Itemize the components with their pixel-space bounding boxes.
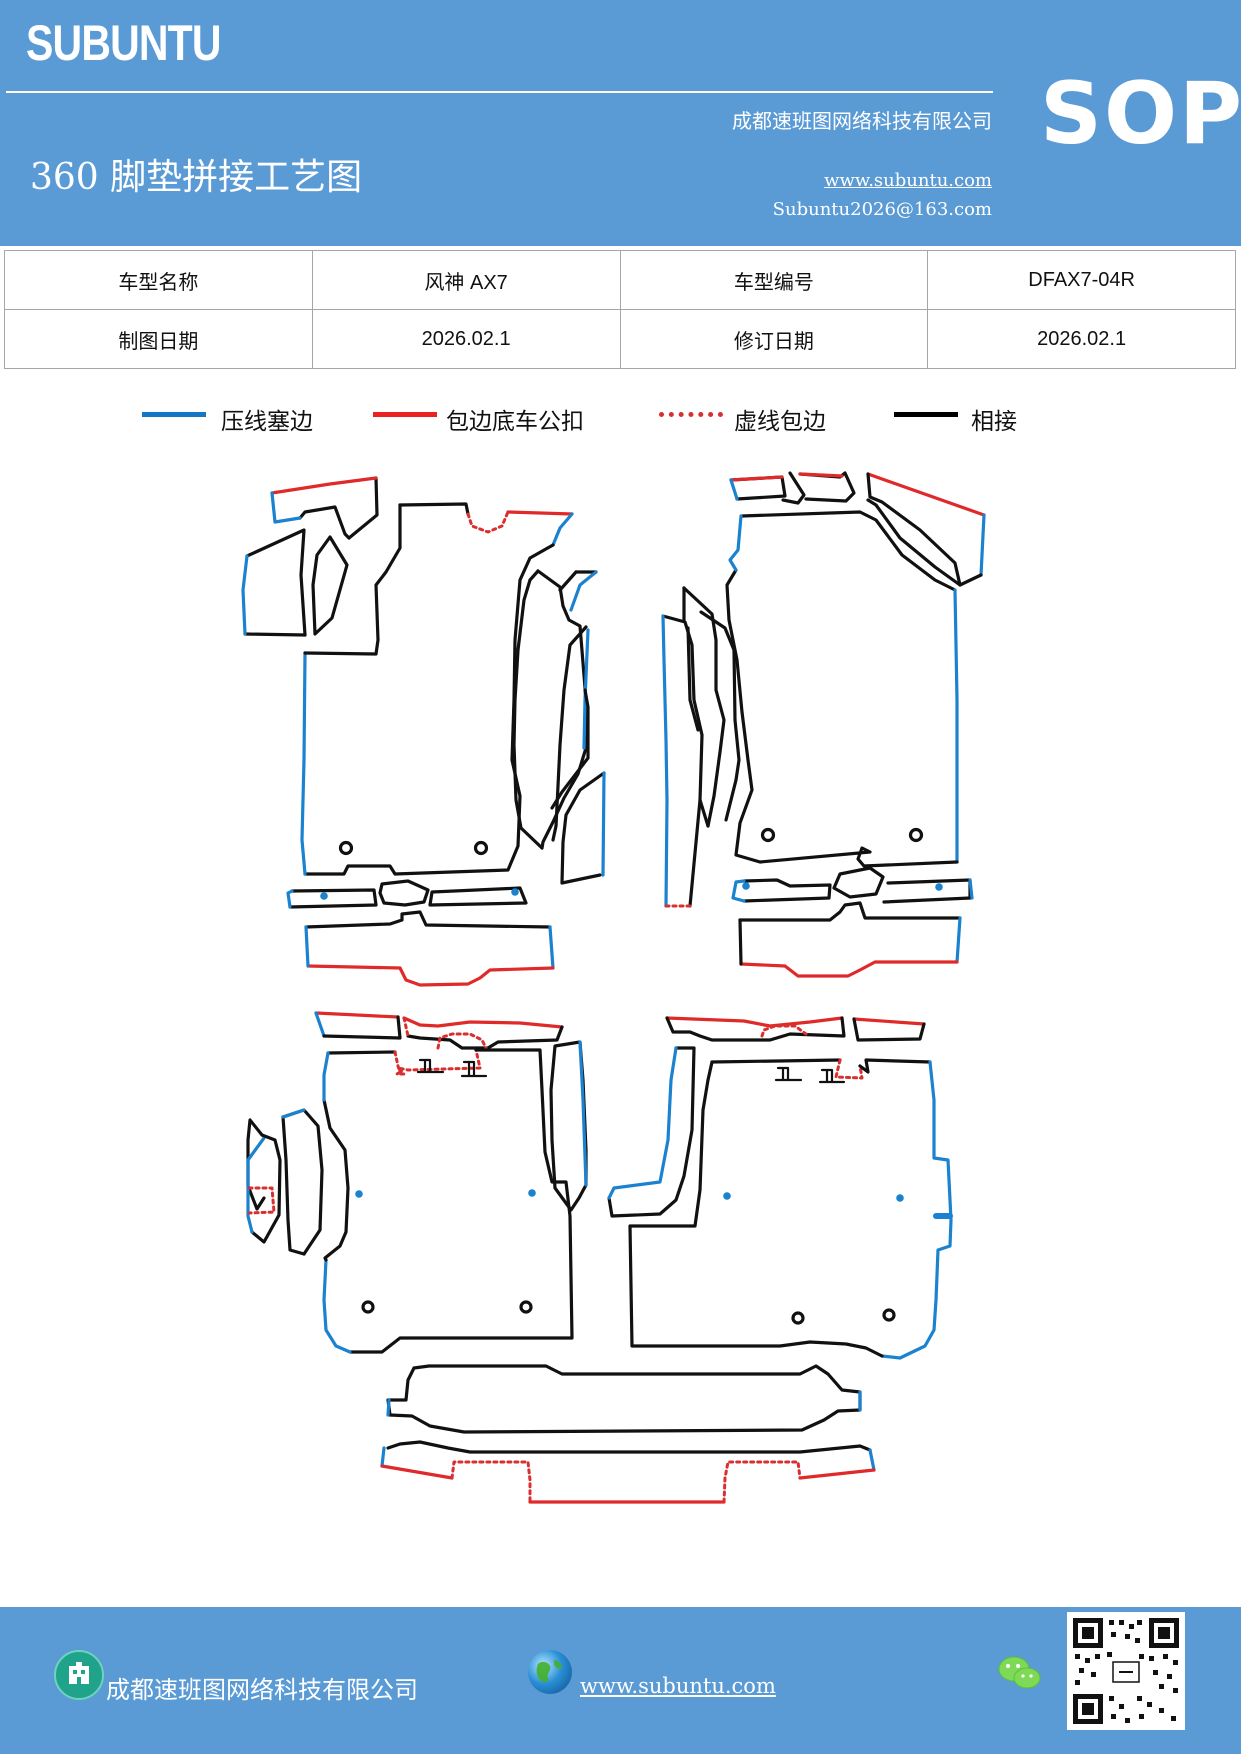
draw-date-label: 制图日期 [4, 309, 313, 369]
legend-label: 虚线包边 [734, 409, 826, 435]
model-name-value: 风神 AX7 [311, 250, 621, 310]
legend-swatch-red-dotted [659, 412, 723, 417]
rear-left-mat-group [246, 1011, 588, 1354]
table-row: 制图日期 2026.02.1 修订日期 2026.02.1 [4, 309, 1236, 369]
footer-company: 成都速班图网络科技有限公司 [106, 1676, 418, 1704]
sop-label: SOP [1040, 64, 1241, 164]
header-company: 成都速班图网络科技有限公司 [732, 109, 992, 133]
draw-date-value: 2026.02.1 [311, 309, 621, 369]
table-row: 车型名称 风神 AX7 车型编号 DFAX7-04R [4, 250, 1236, 310]
legend-swatch-black [894, 412, 958, 417]
legend-label: 包边底车公扣 [446, 409, 584, 435]
rear-right-mat-group [607, 1016, 953, 1360]
revise-date-label: 修订日期 [619, 309, 929, 369]
building-icon [54, 1650, 104, 1700]
vehicle-info-table: 车型名称 风神 AX7 车型编号 DFAX7-04R 制图日期 2026.02.… [4, 250, 1236, 369]
legend-label: 压线塞边 [221, 409, 313, 435]
brand-logo: SUBUNTU [26, 15, 222, 71]
qr-code[interactable] [1067, 1612, 1185, 1730]
header-website-link[interactable]: www.subuntu.com [824, 170, 992, 191]
globe-icon [528, 1650, 572, 1694]
header-email: Subuntu2026@163.com [772, 199, 992, 220]
model-name-label: 车型名称 [4, 250, 313, 310]
header-banner [0, 0, 1241, 246]
revise-date-value: 2026.02.1 [927, 309, 1236, 369]
legend-swatch-blue [142, 412, 206, 417]
center-tray-group [380, 1364, 876, 1504]
front-right-mat-group [661, 471, 986, 978]
model-code-value: DFAX7-04R [927, 250, 1236, 310]
footer-website-link[interactable]: www.subuntu.com [580, 1674, 776, 1698]
header-divider [6, 91, 993, 93]
wechat-icon [996, 1652, 1044, 1696]
model-code-label: 车型编号 [619, 250, 929, 310]
legend-swatch-red [373, 412, 437, 417]
page-title: 360 脚垫拼接工艺图 [30, 157, 363, 198]
legend-label: 相接 [971, 409, 1017, 435]
front-left-mat-group [241, 476, 606, 987]
